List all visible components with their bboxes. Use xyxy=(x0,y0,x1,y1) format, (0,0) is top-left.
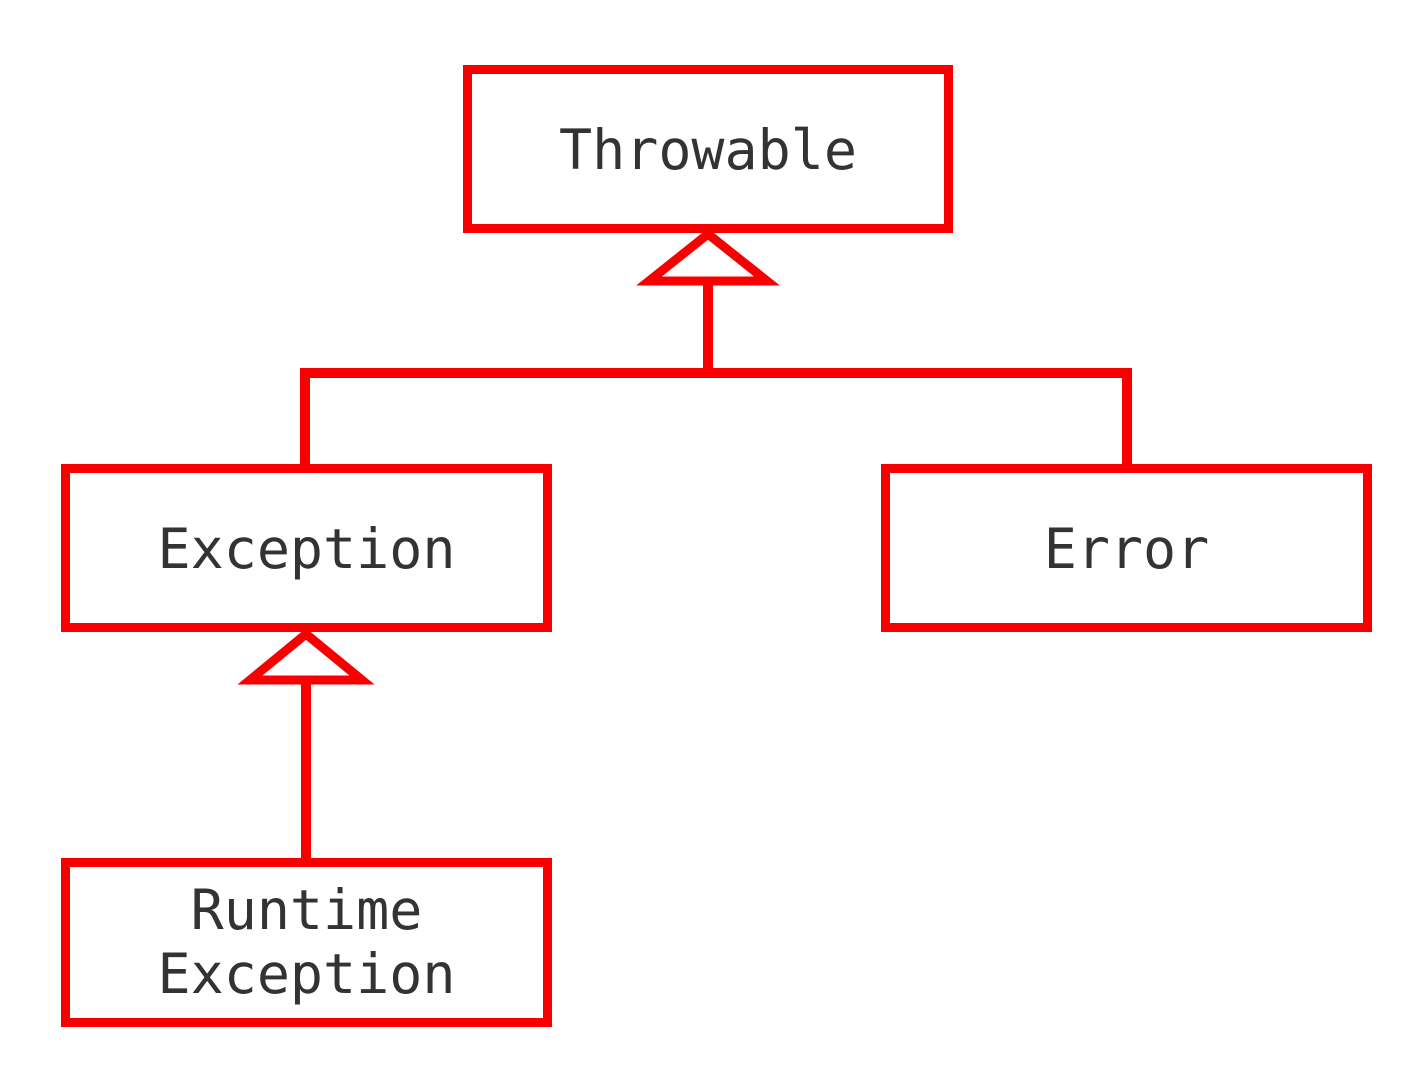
runtime-exception-label-line2: Exception xyxy=(157,942,455,1006)
inheritance-arrowhead-exception xyxy=(237,628,375,685)
exception-box xyxy=(61,464,552,632)
inheritance-arrowhead-throwable xyxy=(636,228,780,286)
throwable-label: Throwable xyxy=(559,118,857,182)
throwable-box xyxy=(463,65,953,233)
exception-label: Exception xyxy=(157,517,455,581)
runtime-exception-label-line1: Runtime xyxy=(191,878,423,942)
error-box xyxy=(881,464,1372,632)
edge-children-to-throwable-branch xyxy=(300,368,1132,464)
runtime-exception-box xyxy=(61,858,552,1027)
error-label: Error xyxy=(1044,517,1210,581)
